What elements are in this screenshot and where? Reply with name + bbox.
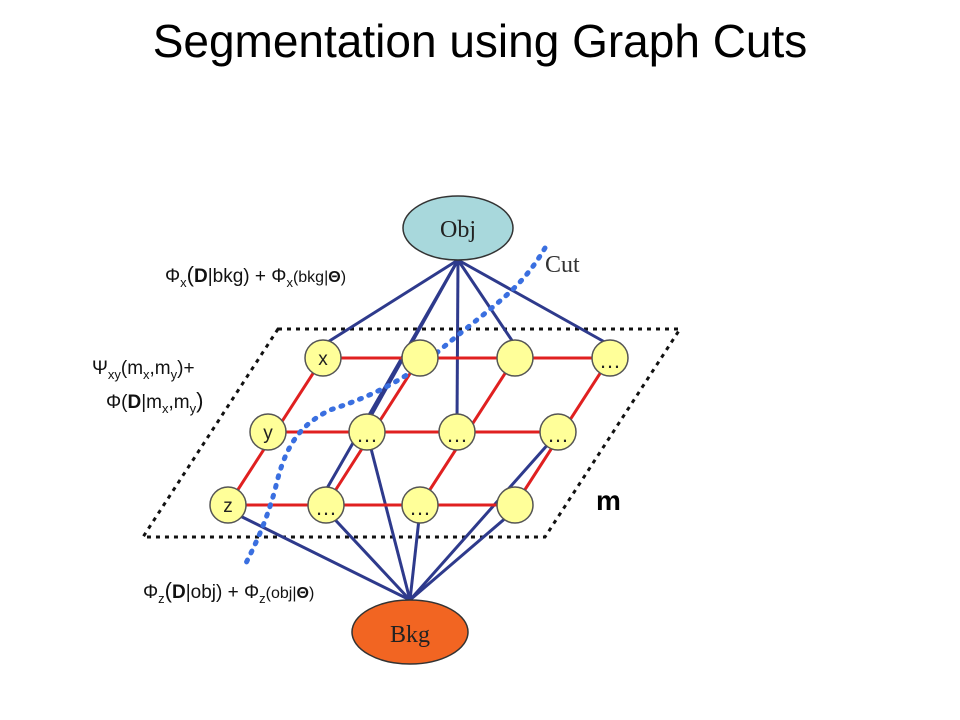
cut-label: Cut (545, 252, 580, 278)
node-r1c1[interactable]: x (304, 339, 342, 377)
pairwise-data-label: Φ(D|mx,my) (106, 388, 203, 416)
svg-text:z: z (223, 496, 233, 517)
bkg-terminal[interactable]: Bkg (351, 599, 469, 665)
edge-obj-r3c2 (324, 259, 460, 491)
svg-text:y: y (263, 423, 273, 444)
svg-text:x: x (318, 349, 328, 370)
svg-text:…: … (409, 495, 431, 520)
node-r3c1[interactable]: z (209, 486, 247, 524)
m-label: m (596, 485, 621, 516)
node-r3c4[interactable] (496, 486, 534, 524)
edge-bkg-z (227, 508, 411, 602)
bkg-unary-label: Φz(D|obj) + Φz(obj|Θ) (143, 578, 314, 606)
edge-bkg-r2c4 (408, 432, 560, 601)
obj-edges (322, 258, 611, 491)
node-r1c2[interactable] (401, 339, 439, 377)
svg-text:…: … (315, 495, 337, 520)
svg-text:…: … (356, 422, 378, 447)
node-r1c4[interactable]: … (591, 339, 629, 377)
node-r3c2[interactable]: … (307, 486, 345, 524)
node-r1c3[interactable] (496, 339, 534, 377)
edge-bkg-r2c2 (365, 432, 412, 601)
pairwise-label: Ψxy(mx,my)+ (92, 358, 195, 382)
node-r2c4[interactable]: … (539, 413, 577, 451)
node-r2c3[interactable]: … (438, 413, 476, 451)
svg-text:…: … (446, 422, 468, 447)
cut-line (242, 245, 548, 568)
svg-text:Bkg: Bkg (390, 622, 430, 648)
svg-text:Obj: Obj (440, 217, 476, 243)
edge-bkg-r3c3 (408, 509, 422, 601)
node-r3c3[interactable]: … (401, 486, 439, 524)
lattice-plane (140, 327, 683, 539)
node-r2c1[interactable]: y (249, 413, 287, 451)
edge-obj-x (322, 258, 459, 347)
node-r2c2[interactable]: … (348, 413, 386, 451)
svg-text:…: … (599, 348, 621, 373)
edge-obj-r1c4 (457, 258, 611, 347)
edge-obj-r2c3 (455, 259, 460, 424)
edge-bkg-r3c2 (324, 508, 412, 602)
svg-text:…: … (547, 422, 569, 447)
edge-obj-r1c3 (456, 259, 517, 346)
edge-bkg-r3c4 (409, 508, 516, 602)
obj-terminal[interactable]: Obj (402, 195, 514, 261)
page-title: Segmentation using Graph Cuts (152, 15, 808, 67)
obj-unary-label: Φx(D|bkg) + Φx(bkg|Θ) (165, 262, 346, 290)
bkg-edges (227, 432, 560, 602)
